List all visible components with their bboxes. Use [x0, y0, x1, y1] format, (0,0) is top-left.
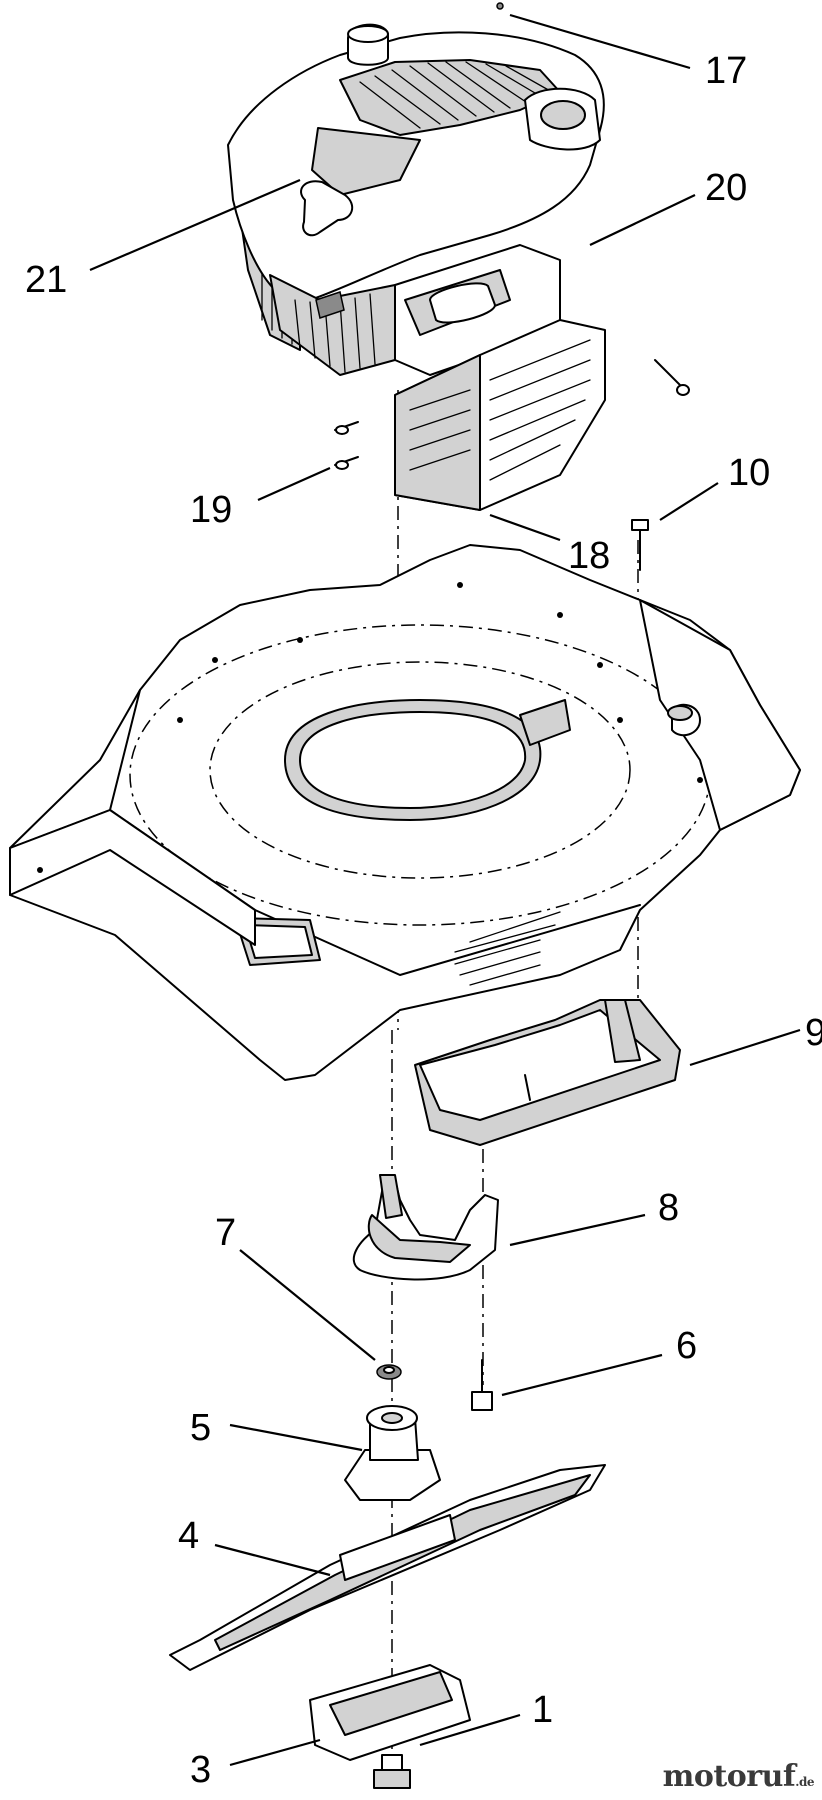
engine-assembly — [227, 23, 605, 376]
callout-10: 10 — [728, 452, 770, 494]
leader-20 — [589, 194, 696, 246]
leader-1 — [419, 1713, 521, 1747]
leader-10 — [659, 482, 719, 521]
leader-7 — [239, 1249, 376, 1361]
blade-4 — [169, 1464, 606, 1671]
leader-8 — [509, 1213, 646, 1247]
watermark-brand: motoruf — [662, 1759, 796, 1794]
callout-19: 19 — [190, 489, 232, 531]
leader-19 — [257, 466, 331, 502]
blade-adapter-5 — [344, 1405, 441, 1501]
stiffener-3 — [309, 1664, 471, 1761]
muffler-guard — [394, 319, 606, 511]
deck-inner-ring — [209, 661, 631, 879]
callout-5: 5 — [190, 1407, 211, 1449]
callout-3: 3 — [190, 1749, 211, 1791]
leader-6 — [501, 1353, 663, 1397]
leader-18 — [489, 513, 561, 542]
callout-6: 6 — [676, 1325, 697, 1367]
baffle-9 — [414, 999, 681, 1146]
fastener-17 — [496, 2, 504, 10]
leader-21 — [89, 178, 301, 272]
callout-18: 18 — [568, 535, 610, 577]
screw-20 — [654, 359, 690, 396]
leader-17 — [509, 13, 691, 70]
blade-bolt-1 — [373, 1754, 411, 1789]
bolt-6 — [471, 1359, 493, 1411]
watermark-logo: motoruf.de — [662, 1759, 815, 1794]
callout-8: 8 — [658, 1187, 679, 1229]
callout-20: 20 — [705, 167, 747, 209]
mower-deck — [9, 544, 801, 1081]
callout-17: 17 — [705, 50, 747, 92]
screw-19-lower — [334, 456, 359, 470]
blade-bracket-8 — [352, 1174, 499, 1281]
leader-9 — [689, 1028, 801, 1067]
callout-7: 7 — [215, 1212, 236, 1254]
leader-3 — [229, 1738, 321, 1767]
screw-19-upper — [334, 421, 359, 435]
callout-1: 1 — [532, 1689, 553, 1731]
callout-9: 9 — [805, 1012, 822, 1054]
bolt-10 — [631, 519, 649, 571]
callout-4: 4 — [178, 1515, 199, 1557]
leader-5 — [229, 1423, 363, 1452]
lock-washer-7 — [376, 1364, 402, 1380]
watermark-tld: .de — [795, 1775, 814, 1789]
leader-4 — [214, 1543, 331, 1577]
callout-21: 21 — [25, 259, 67, 301]
